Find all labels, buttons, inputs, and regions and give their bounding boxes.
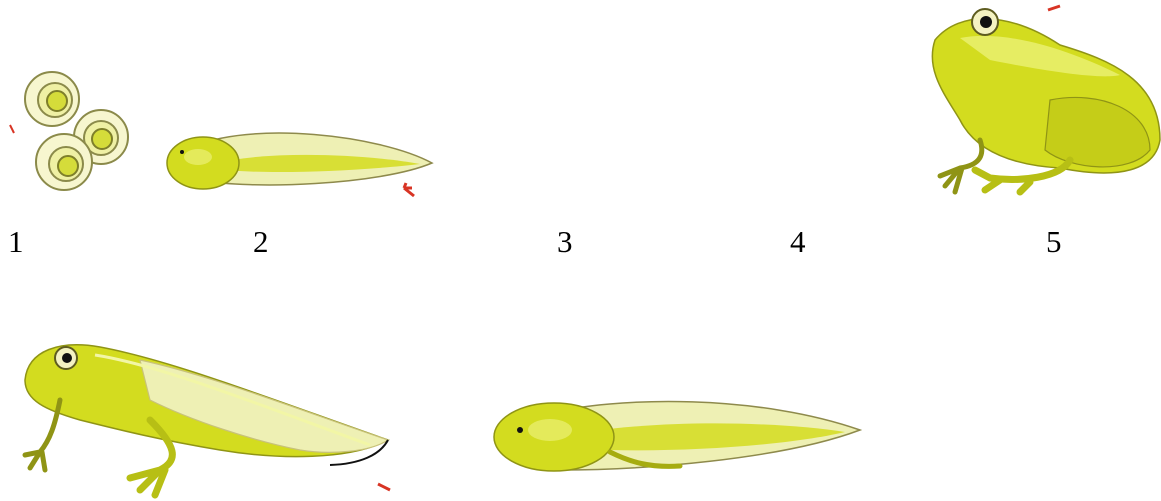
tadpole-icon [167, 133, 432, 196]
froglet-with-tail-icon [25, 345, 390, 495]
stage-label-1: 1 [8, 226, 24, 257]
egg [36, 134, 92, 190]
stage-label-3: 3 [557, 226, 573, 257]
adult-frog-icon [932, 6, 1160, 192]
tadpole-with-hind-legs-icon [494, 401, 860, 471]
egg [25, 72, 79, 126]
stage-label-5: 5 [1046, 226, 1062, 257]
stage-label-4: 4 [790, 226, 806, 257]
frog-eggs-icon [10, 72, 128, 190]
stage-label-2: 2 [253, 226, 269, 257]
